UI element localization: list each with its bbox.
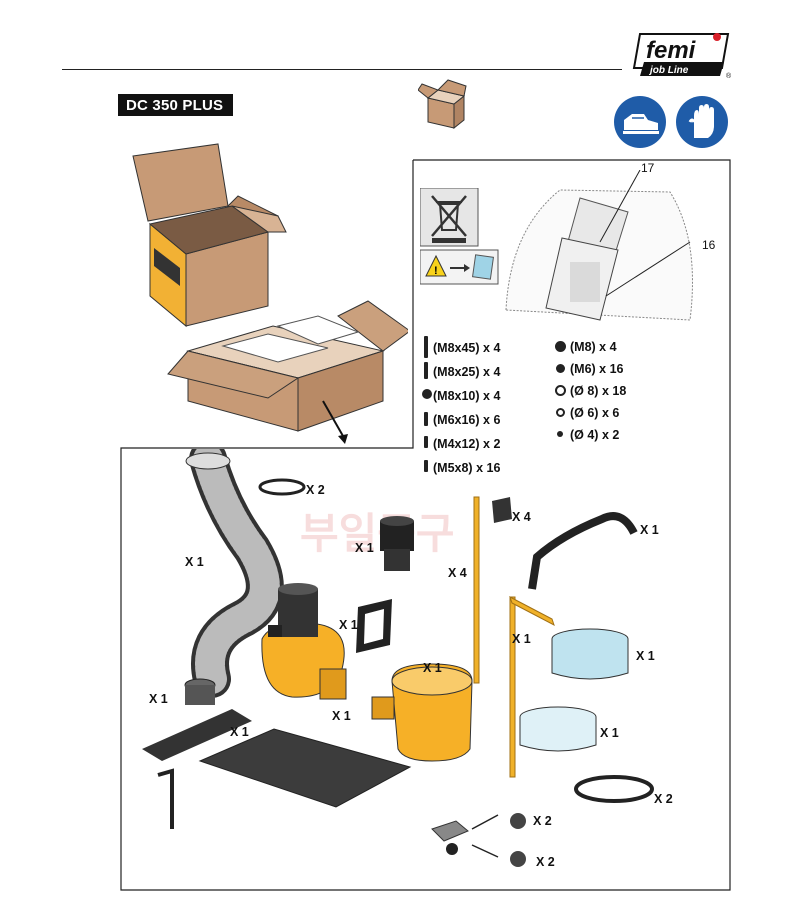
protective-gloves-icon [676,96,728,148]
frame-tube [509,596,516,778]
qty-filter-top: X 1 [636,649,655,663]
parts-illustration [142,449,654,867]
washer-icon [556,408,565,417]
logo-mark: ® [726,72,732,80]
motor-fan-unit [261,583,347,700]
qty-filter-bottom: X 1 [600,726,619,740]
qty-clamp-large: X 2 [654,792,673,806]
qty-handle: X 1 [640,523,659,537]
safety-shoes-icon [614,96,666,148]
qty-gasket: X 1 [339,618,358,632]
callout-17: 17 [641,161,655,175]
qty-motor-fan: X 1 [332,709,351,723]
support-rod [473,496,480,684]
logo-text: femi [646,37,697,64]
qty-caster-b: X 2 [536,855,555,869]
bracket [492,497,512,523]
callout-16: 16 [702,238,716,252]
caster-wheels [431,813,526,867]
flexible-hose [185,449,284,698]
qty-frame-tube: X 1 [512,632,531,646]
qty-clamp-small: X 2 [306,483,325,497]
bolt-icon [424,362,428,379]
bolt-icon [424,412,428,426]
reducer-fitting [380,516,414,571]
femi-logo: femi job Line ® [632,33,732,80]
bolt-icon [424,460,428,472]
qty-nozzle: X 1 [149,692,168,706]
qty-rod-long: X 4 [448,566,467,580]
filter-cover-top [551,628,629,680]
weee-disposal-icon: ! [420,188,499,285]
watermark: 부일공구 [300,509,455,558]
hose-clamp-large [574,775,654,803]
washer-icon [557,431,563,437]
model-label: DC 350 PLUS [118,94,234,116]
qty-reducer: X 1 [355,541,374,555]
packaging-box-illustration [132,143,408,444]
bolt-icon [424,436,428,448]
inlet-ring [371,663,473,762]
bolt-icon [424,336,428,358]
open-box-icon [418,79,467,130]
nut-icon [556,364,565,373]
suction-nozzle [142,678,252,761]
washer-icon [555,385,566,396]
allen-key [157,768,174,829]
logo-dot [713,33,721,41]
logo-sub: job Line [648,65,689,76]
svg-text:!: ! [434,265,438,277]
qty-inlet-ring: X 1 [423,661,442,675]
bolt-washer-icon [422,389,432,399]
nut-icon [555,341,566,352]
document-bag-illustration [505,170,693,321]
qty-base-plate: X 1 [230,725,249,739]
handle-bar [528,512,638,590]
header-rule [62,69,622,70]
base-plate [198,728,412,808]
qty-hose: X 1 [185,555,204,569]
hose-clamp-small [258,478,306,496]
filter-cover-bottom [519,706,597,752]
qty-caster-a: X 2 [533,814,552,828]
qty-bracket: X 4 [512,510,531,524]
